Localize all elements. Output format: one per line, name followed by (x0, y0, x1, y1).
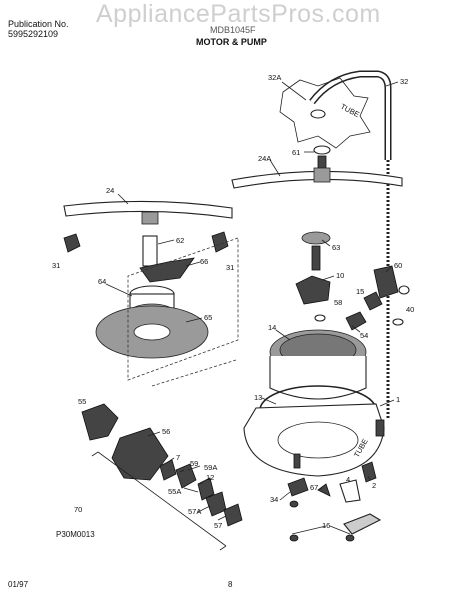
label-59a: 59A (204, 463, 217, 472)
label-56: 56 (162, 427, 170, 436)
label-31-left: 31 (52, 261, 60, 270)
upper-spray-arm (231, 145, 403, 189)
label-67: 67 (310, 483, 318, 492)
label-61: 61 (292, 148, 300, 157)
label-64: 64 (98, 277, 106, 286)
label-59: 59 (190, 459, 198, 468)
label-40: 40 (406, 305, 414, 314)
page-number: 8 (228, 580, 233, 589)
valve-parts (345, 265, 410, 331)
label-54: 54 (360, 331, 368, 340)
label-tube-a: TUBE (339, 102, 361, 119)
label-57a: 57A (188, 507, 201, 516)
label-2: 2 (372, 481, 376, 490)
label-55: 55 (78, 397, 86, 406)
sump-housing (243, 329, 385, 477)
mounting-hardware (287, 461, 382, 542)
label-70: 70 (74, 505, 82, 514)
label-34: 34 (270, 495, 278, 504)
footer-date: 01/97 (8, 580, 29, 589)
label-31-right: 31 (226, 263, 234, 272)
label-66: 66 (200, 257, 208, 266)
publication-label: Publication No. (8, 19, 69, 29)
clip-right (211, 231, 229, 253)
label-12: 12 (206, 473, 214, 482)
label-13: 13 (254, 393, 262, 402)
label-65: 65 (204, 313, 212, 322)
label-62: 62 (176, 236, 184, 245)
label-55a: 55A (168, 487, 181, 496)
label-4: 4 (346, 475, 350, 484)
label-16: 16 (322, 521, 330, 530)
pump-top (295, 231, 331, 322)
label-10: 10 (336, 271, 344, 280)
motor-assembly (81, 403, 243, 527)
label-14: 14 (268, 323, 276, 332)
label-58: 58 (334, 298, 342, 307)
leader-lines (105, 81, 399, 535)
label-1: 1 (396, 395, 400, 404)
label-7: 7 (176, 453, 180, 462)
clip-left (63, 233, 81, 253)
lower-spray-arm (63, 200, 233, 283)
diagram-code: P30M0013 (56, 530, 95, 539)
label-24a: 24A (258, 154, 271, 163)
label-60: 60 (394, 261, 402, 270)
label-15: 15 (356, 287, 364, 296)
label-63: 63 (332, 243, 340, 252)
section-title: MOTOR & PUMP (196, 37, 267, 47)
filter-and-screen (95, 285, 209, 359)
watermark: AppliancePartsPros.com (96, 0, 381, 28)
model-number: MDB1045F (210, 25, 256, 35)
label-24: 24 (106, 186, 114, 195)
label-32a: 32A (268, 73, 281, 82)
label-57: 57 (214, 521, 222, 530)
label-32: 32 (400, 77, 408, 86)
publication-number: 5995292109 (8, 29, 59, 39)
